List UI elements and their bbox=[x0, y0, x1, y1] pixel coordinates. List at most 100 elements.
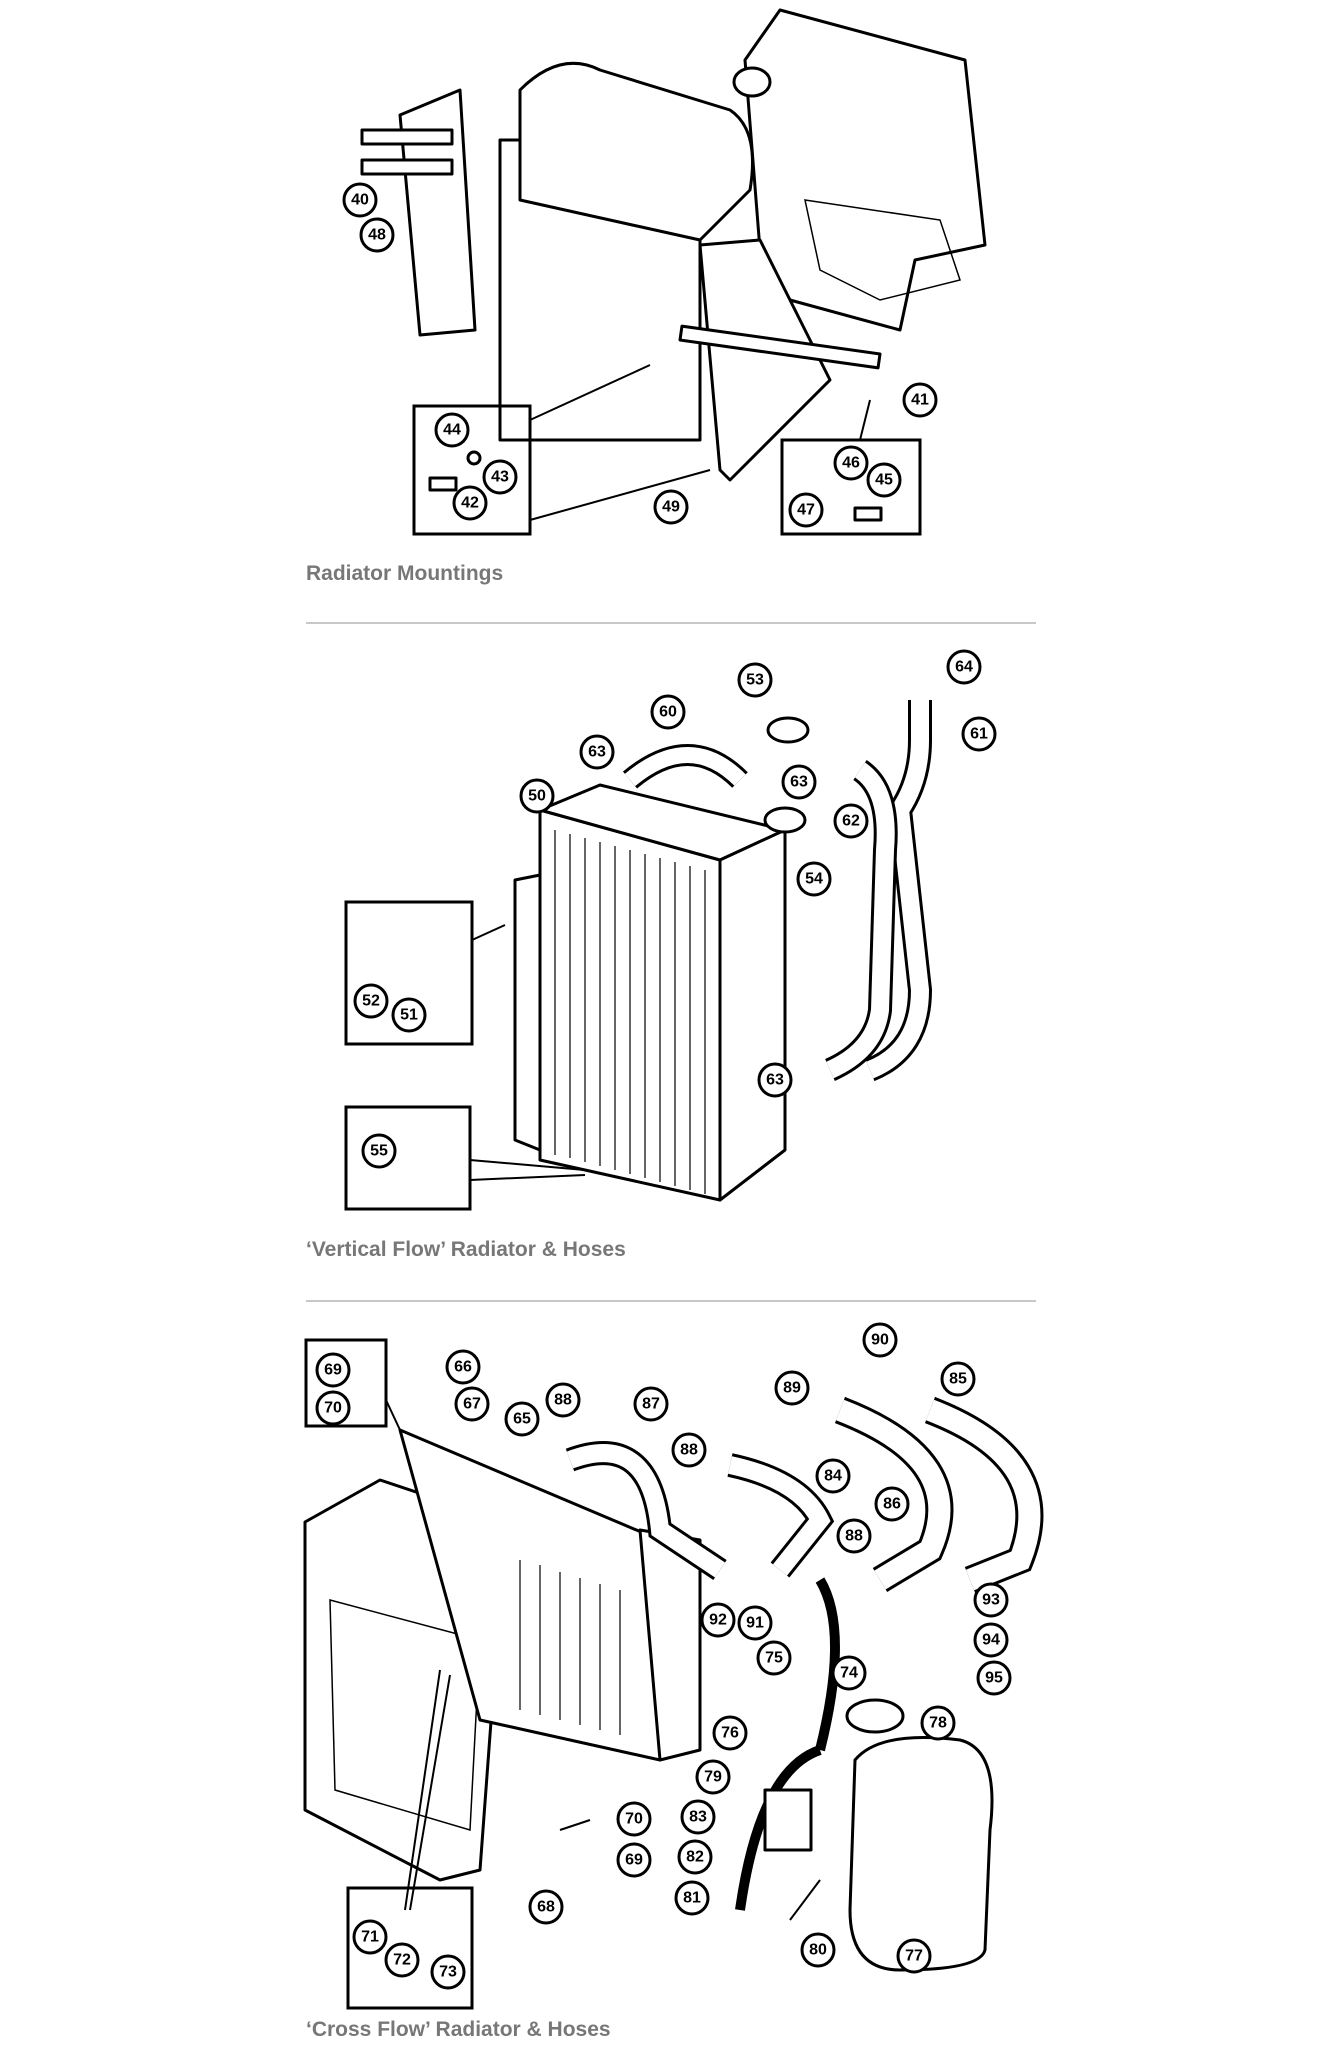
callout-74: 74 bbox=[831, 1655, 867, 1691]
svg-text:61: 61 bbox=[970, 726, 988, 743]
callout-65: 65 bbox=[504, 1401, 540, 1437]
svg-text:67: 67 bbox=[463, 1396, 481, 1413]
callout-60: 60 bbox=[650, 694, 686, 730]
svg-text:84: 84 bbox=[824, 1468, 842, 1485]
callout-55: 55 bbox=[361, 1133, 397, 1169]
callout-41: 41 bbox=[902, 382, 938, 418]
expansion-tank bbox=[848, 1736, 994, 1972]
callout-52: 52 bbox=[353, 983, 389, 1019]
callout-80: 80 bbox=[800, 1932, 836, 1968]
detail-box-left bbox=[412, 404, 532, 536]
svg-text:79: 79 bbox=[704, 1769, 722, 1786]
callout-42: 42 bbox=[452, 485, 488, 521]
callout-86: 86 bbox=[874, 1486, 910, 1522]
callout-69: 69 bbox=[616, 1842, 652, 1878]
detail-box-drain-tap bbox=[344, 1105, 472, 1211]
svg-text:91: 91 bbox=[746, 1615, 764, 1632]
svg-text:47: 47 bbox=[797, 502, 815, 519]
callout-51: 51 bbox=[391, 997, 427, 1033]
svg-text:77: 77 bbox=[905, 1948, 923, 1965]
svg-text:83: 83 bbox=[689, 1809, 707, 1826]
callout-78: 78 bbox=[920, 1705, 956, 1741]
callout-76: 76 bbox=[712, 1715, 748, 1751]
callout-67: 67 bbox=[454, 1386, 490, 1422]
caption-radiator-mountings: Radiator Mountings bbox=[306, 562, 504, 585]
section-radiator-mountings: 40 48 44 43 42 49 41 46 45 47 Radiator M… bbox=[0, 0, 1341, 624]
svg-text:63: 63 bbox=[766, 1072, 784, 1089]
callout-69: 69 bbox=[315, 1352, 351, 1388]
vertical-radiator-flange bbox=[513, 873, 542, 1152]
radiator-cap-icon bbox=[766, 716, 810, 744]
svg-text:48: 48 bbox=[368, 227, 386, 244]
svg-text:66: 66 bbox=[454, 1359, 472, 1376]
svg-text:53: 53 bbox=[746, 672, 764, 689]
svg-text:49: 49 bbox=[662, 499, 680, 516]
right-mounting-bracket bbox=[698, 238, 832, 482]
svg-text:41: 41 bbox=[911, 392, 929, 409]
svg-text:86: 86 bbox=[883, 1496, 901, 1513]
filler-cap bbox=[732, 66, 772, 98]
svg-text:85: 85 bbox=[949, 1371, 967, 1388]
svg-text:63: 63 bbox=[790, 774, 808, 791]
callout-91: 91 bbox=[737, 1605, 773, 1641]
left-strap-lower bbox=[360, 158, 454, 176]
shroud-opening bbox=[329, 1599, 481, 1831]
detail-box-right bbox=[780, 438, 922, 536]
callout-94: 94 bbox=[973, 1622, 1009, 1658]
svg-text:68: 68 bbox=[537, 1899, 555, 1916]
callout-77: 77 bbox=[896, 1938, 932, 1974]
callout-88: 88 bbox=[836, 1518, 872, 1554]
callout-88: 88 bbox=[545, 1382, 581, 1418]
cross-flow-diagram: 90 69 66 85 70 67 65 88 87 89 88 84 86 8… bbox=[303, 1322, 1044, 2010]
svg-text:88: 88 bbox=[680, 1442, 698, 1459]
svg-text:70: 70 bbox=[324, 1400, 342, 1417]
callout-46: 46 bbox=[833, 445, 869, 481]
bolt-icon bbox=[853, 506, 883, 522]
radiator-header-tank bbox=[518, 61, 754, 242]
svg-text:92: 92 bbox=[709, 1612, 727, 1629]
svg-text:50: 50 bbox=[528, 788, 546, 805]
vertical-flow-diagram: 64 53 60 61 63 63 50 62 54 52 51 63 55 bbox=[344, 649, 997, 1211]
callout-90: 90 bbox=[862, 1322, 898, 1358]
callout-66: 66 bbox=[445, 1349, 481, 1385]
callout-81: 81 bbox=[674, 1880, 710, 1916]
svg-text:80: 80 bbox=[809, 1942, 827, 1959]
svg-text:93: 93 bbox=[982, 1592, 1000, 1609]
svg-text:65: 65 bbox=[513, 1411, 531, 1428]
callout-63: 63 bbox=[781, 764, 817, 800]
callout-44: 44 bbox=[434, 412, 470, 448]
callout-72: 72 bbox=[384, 1942, 420, 1978]
callout-47: 47 bbox=[788, 492, 824, 528]
svg-text:75: 75 bbox=[765, 1650, 783, 1667]
callout-87: 87 bbox=[633, 1386, 669, 1422]
svg-text:82: 82 bbox=[686, 1849, 704, 1866]
callout-63: 63 bbox=[579, 734, 615, 770]
section-divider bbox=[306, 1300, 1036, 1302]
svg-text:40: 40 bbox=[351, 192, 369, 209]
detail-box-drain-bracket bbox=[344, 900, 474, 1046]
svg-text:51: 51 bbox=[400, 1007, 418, 1024]
svg-text:63: 63 bbox=[588, 744, 606, 761]
bolt-icon bbox=[428, 476, 458, 492]
svg-text:76: 76 bbox=[721, 1725, 739, 1742]
svg-text:69: 69 bbox=[324, 1362, 342, 1379]
callout-82: 82 bbox=[677, 1839, 713, 1875]
svg-text:52: 52 bbox=[362, 993, 380, 1010]
svg-text:95: 95 bbox=[985, 1670, 1003, 1687]
left-mounting-bracket bbox=[398, 88, 477, 337]
callout-61: 61 bbox=[961, 716, 997, 752]
callout-48: 48 bbox=[359, 217, 395, 253]
shroud-inner bbox=[804, 199, 961, 301]
caption-vertical-flow: ‘Vertical Flow’ Radiator & Hoses bbox=[306, 1238, 626, 1261]
callout-50: 50 bbox=[519, 778, 555, 814]
callout-85: 85 bbox=[940, 1361, 976, 1397]
svg-text:73: 73 bbox=[439, 1964, 457, 1981]
callout-45: 45 bbox=[866, 462, 902, 498]
callout-75: 75 bbox=[756, 1640, 792, 1676]
tank-bracket bbox=[763, 1788, 813, 1852]
callout-63: 63 bbox=[757, 1062, 793, 1098]
callout-93: 93 bbox=[973, 1582, 1009, 1618]
callout-49: 49 bbox=[653, 489, 689, 525]
svg-text:55: 55 bbox=[370, 1143, 388, 1160]
callout-73: 73 bbox=[430, 1954, 466, 1990]
